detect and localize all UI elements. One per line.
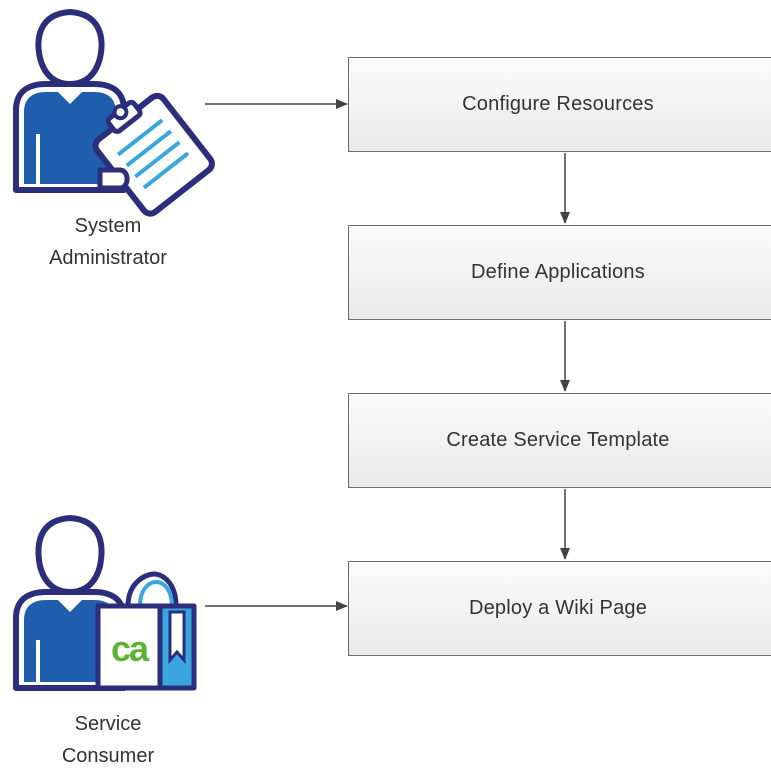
step-label: Configure Resources (462, 93, 654, 115)
step-create-service-template: Create Service Template (348, 393, 771, 488)
admin-label-line1: System (74, 215, 142, 237)
hand-icon (97, 167, 130, 191)
consumer-actor-label: Service Consumer (8, 708, 208, 772)
step-label: Create Service Template (446, 429, 670, 451)
admin-actor-label: System Administrator (8, 210, 208, 274)
step-label: Define Applications (471, 261, 645, 283)
step-define-applications: Define Applications (348, 225, 771, 320)
consumer-label-line1: Service (74, 713, 142, 735)
step-deploy-wiki-page: Deploy a Wiki Page (348, 561, 771, 656)
consumer-label-line2: Consumer (61, 745, 155, 767)
shopping-bag-icon: ca (95, 571, 197, 691)
person-icon (13, 8, 127, 193)
step-label: Deploy a Wiki Page (468, 597, 648, 619)
step-configure-resources: Configure Resources (348, 57, 771, 152)
admin-label-line2: Administrator (49, 247, 167, 269)
ca-badge-text: ca (111, 628, 150, 669)
